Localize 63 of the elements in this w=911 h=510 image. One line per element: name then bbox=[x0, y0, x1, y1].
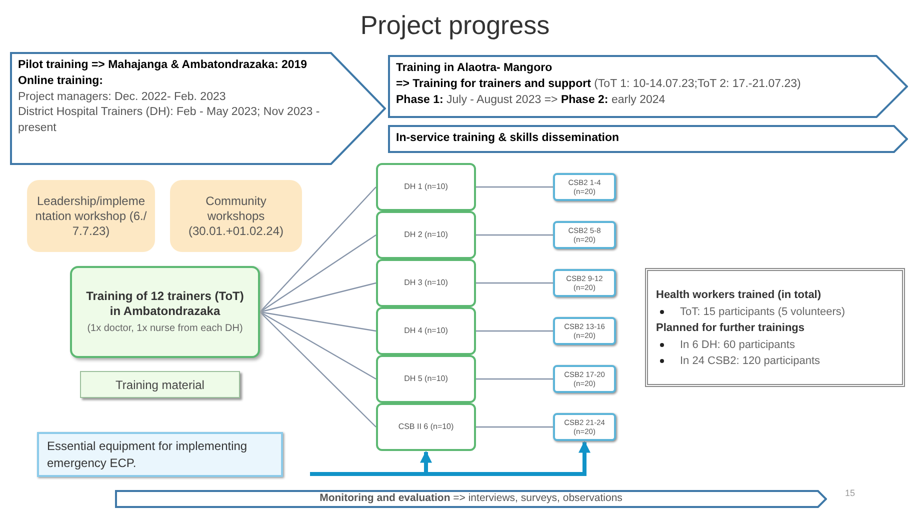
health-center-box bbox=[553, 413, 616, 441]
section-heading: Planned for further trainings bbox=[656, 321, 806, 336]
workshop-box bbox=[170, 180, 302, 252]
box-label: DH 3 (n=10) bbox=[404, 277, 448, 289]
connector-line bbox=[476, 330, 553, 332]
workshop-box bbox=[27, 180, 155, 252]
connector-line bbox=[476, 186, 553, 188]
box-text: Online training: bbox=[18, 74, 104, 89]
health-center-box bbox=[553, 221, 616, 249]
bullet-item: In 24 CSB2: 120 participants bbox=[680, 354, 820, 369]
bullet-item: In 6 DH: 60 participants bbox=[680, 338, 795, 352]
box-label: CSB II 6 (n=10) bbox=[398, 421, 454, 433]
bullet-item: ToT: 15 participants (5 volunteers) bbox=[680, 304, 846, 320]
hospital-box bbox=[376, 403, 476, 451]
box-label: DH 5 (n=10) bbox=[404, 373, 448, 385]
hospital-box bbox=[376, 211, 476, 259]
connector-line bbox=[260, 234, 376, 312]
summary-box bbox=[645, 268, 905, 387]
health-center-box bbox=[553, 317, 616, 345]
connector-line bbox=[260, 311, 376, 380]
box-label: DH 4 (n=10) bbox=[404, 325, 448, 337]
connector-line bbox=[476, 378, 553, 380]
arrow-shaped-box bbox=[115, 490, 827, 508]
arrow-shaped-box bbox=[388, 125, 908, 153]
page-number: 15 bbox=[845, 487, 856, 500]
box-note: (1x doctor, 1x nurse from each DH) bbox=[87, 322, 243, 336]
box-label: Essential equipment for implementing emergency ECP. bbox=[47, 438, 248, 471]
box-label: Training material bbox=[116, 376, 204, 394]
material-box bbox=[80, 371, 240, 398]
connector-line bbox=[476, 234, 553, 236]
box-heading: Pilot training => Mahajanga & Ambatondrazaka: 2019 bbox=[18, 58, 308, 73]
box-label: DH 2 (n=10) bbox=[404, 229, 448, 241]
title: Project progress bbox=[359, 9, 551, 42]
arrow-shaped-box bbox=[388, 55, 908, 118]
section-heading: Health workers trained (in total) bbox=[656, 288, 822, 303]
connector-line bbox=[260, 312, 376, 428]
box-text: => Training for trainers and support (ToT 1: 10-14.07.23;ToT 2: 17.-21.07.23) bbox=[396, 76, 802, 92]
box-label: Community workshops (30.01.+01.02.24) bbox=[187, 194, 285, 238]
box-heading: Training in Alaotra- Mangoro bbox=[396, 61, 554, 76]
box-text: Project managers: Dec. 2022- Feb. 2023 bbox=[18, 90, 227, 105]
hospital-box bbox=[376, 163, 476, 211]
arrow-shaped-box bbox=[10, 52, 386, 165]
hospital-box bbox=[376, 259, 476, 307]
connector-line bbox=[260, 186, 376, 312]
connector-line bbox=[260, 311, 376, 332]
box-label: Leadership/implementation workshop (6./7.7.23) bbox=[35, 194, 147, 238]
box-label: Monitoring and evaluation => interviews, surveys, observations bbox=[320, 491, 622, 506]
hospital-box bbox=[376, 355, 476, 403]
health-center-box bbox=[553, 269, 616, 297]
box-title: Training of 12 trainers (ToT) in Ambatondrazaka bbox=[85, 288, 245, 319]
hospital-box bbox=[376, 307, 476, 355]
training-box bbox=[70, 266, 260, 358]
connector-line bbox=[260, 282, 376, 313]
box-text: Phase 1: July - August 2023 => Phase 2: early 2024 bbox=[396, 92, 666, 108]
connector-line bbox=[476, 282, 553, 284]
equipment-box bbox=[37, 432, 283, 477]
box-text: District Hospital Trainers (DH): Feb - May 2023; Nov 2023 - present bbox=[18, 105, 321, 136]
arrow bbox=[310, 440, 590, 476]
box-label: In-service training & skills dissemination bbox=[396, 131, 620, 146]
box-label: DH 1 (n=10) bbox=[404, 181, 448, 193]
health-center-box bbox=[553, 365, 616, 393]
connector-line bbox=[476, 426, 553, 428]
health-center-box bbox=[553, 173, 616, 201]
